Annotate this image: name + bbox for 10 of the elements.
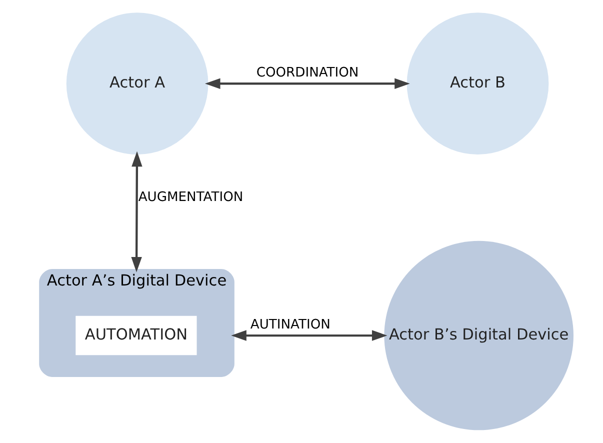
edge-label: AUGMENTATION: [138, 190, 243, 206]
node-box: AUTOMATION: [75, 316, 196, 356]
edge-label: COORDINATION: [256, 66, 358, 81]
node-circle: Actor B: [406, 12, 548, 155]
arrow: [230, 330, 387, 341]
node-circle: Actor A: [66, 12, 208, 155]
arrow: [130, 151, 142, 272]
arrow: [204, 78, 410, 89]
node-circle: Actor B’s Digital Device: [384, 240, 573, 430]
edge-label: AUTINATION: [250, 318, 330, 333]
